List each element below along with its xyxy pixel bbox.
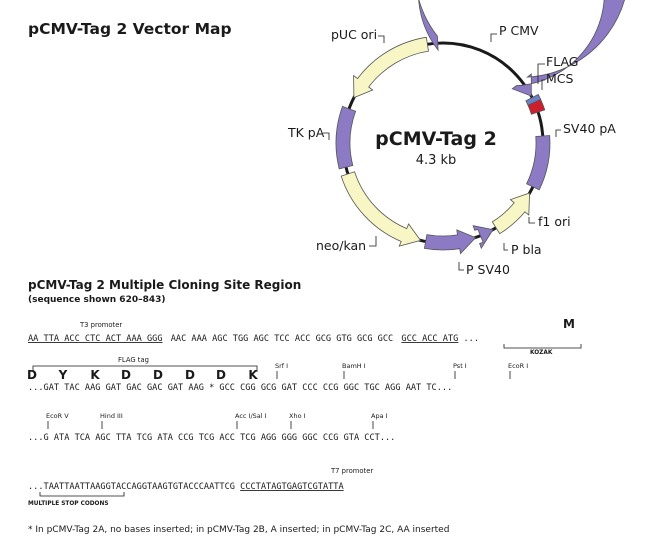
t7-promoter-seq: CCCTATAGTGAGTCGTATTA	[240, 482, 344, 492]
seq-row-1-mid: AAC AAA AGC TGG AGC TCC ACC GCG GTG GCG …	[171, 334, 393, 344]
row3-site-label: Apa I	[371, 412, 388, 420]
leader-pcmv	[490, 33, 497, 42]
label-sv40pa: SV40 pA	[563, 121, 616, 136]
seq-row-4: T7 promoter ...TAATTAATTAAGGTACCAGGTAAGT…	[28, 467, 373, 507]
t3-promoter-seq: AA TTA ACC CTC ACT AAA GGG	[28, 334, 163, 344]
seq-row-2-text: ...GAT TAC AAG GAT GAC GAC GAT AAG * GCC…	[28, 383, 452, 393]
seq-row-2: FLAG tag D Y K D D D D K Srf I BamH I Pst I EcoR I…	[27, 356, 528, 393]
flag-aa-d: D	[27, 368, 37, 382]
feature-f1ori	[491, 192, 531, 235]
figure-title: pCMV-Tag 2 Vector Map	[28, 20, 232, 38]
feature-psv40	[423, 229, 477, 255]
flag-aa-d: D	[153, 368, 163, 382]
flag-aa-k: K	[90, 368, 100, 382]
label-psv40: P SV40	[466, 262, 510, 277]
row-3-restriction-sites: EcoR V Hind III Acc I/Sal I Xho I Apa I	[46, 412, 388, 429]
label-pcmv: P CMV	[499, 23, 539, 38]
footnote: * In pCMV-Tag 2A, no bases inserted; in …	[28, 525, 449, 535]
seq-row-3-text: ...G ATA TCA AGC TTA TCG ATA CCG TCG ACC…	[28, 433, 395, 443]
mcs-region: pCMV-Tag 2 Multiple Cloning Site Region …	[27, 278, 582, 535]
row-2-restriction-sites: Srf I BamH I Pst I EcoR I	[275, 362, 528, 379]
feature-mcs	[527, 98, 546, 115]
label-f1ori: f1 ori	[538, 214, 571, 229]
seq-row-1-end: ...	[464, 334, 480, 344]
label-mcs: MCS	[546, 71, 574, 86]
leader-flag	[537, 63, 545, 84]
label-pbla: P bla	[511, 242, 542, 257]
label-puc: pUC ori	[331, 27, 377, 42]
plasmid-name: pCMV-Tag 2	[375, 128, 497, 150]
row3-site-label: Acc I/Sal I	[235, 412, 267, 420]
t3-promoter-label: T3 promoter	[79, 321, 122, 329]
label-flag: FLAG	[546, 54, 578, 69]
flag-tag-label: FLAG tag	[118, 356, 149, 364]
label-neokan: neo/kan	[316, 238, 366, 253]
feature-neokan	[340, 171, 422, 247]
stop-codons-label: MULTIPLE STOP CODONS	[28, 501, 109, 507]
flag-aa-d: D	[185, 368, 195, 382]
leader-neokan	[369, 236, 377, 247]
seq-row-3: EcoR V Hind III Acc I/Sal I Xho I Apa I ...G…	[28, 412, 395, 443]
flag-aa-d: D	[216, 368, 226, 382]
feature-sv40pa	[526, 135, 551, 191]
label-tkpa: TK pA	[287, 125, 325, 140]
feature-puc	[353, 36, 429, 99]
leader-sv40pa	[555, 129, 561, 137]
aa-methionine: M	[563, 317, 575, 331]
row2-site-label: Srf I	[275, 362, 288, 370]
feature-labels: P CMV FLAG MCS SV40 pA f1 ori P bla P SV…	[287, 23, 616, 277]
stop-codon-seq: ...TAATTAATTAAGGTACCAGGTAAGTGTACCCAATTCG	[28, 482, 235, 492]
flag-bracket	[32, 365, 258, 372]
flag-aa-k: K	[248, 368, 258, 382]
seq-row-1: T3 promoter M AA TTA ACC CTC ACT AAA GGG…	[28, 317, 582, 356]
mcs-heading: pCMV-Tag 2 Multiple Cloning Site Region	[28, 278, 301, 292]
leader-f1ori	[528, 217, 535, 224]
kozak-bracket	[503, 344, 582, 349]
leader-puc	[378, 35, 385, 43]
t7-promoter-label: T7 promoter	[330, 467, 373, 475]
row2-site-label: EcoR I	[508, 362, 528, 370]
feature-pbla	[472, 225, 494, 250]
feature-tkpa	[335, 105, 357, 170]
row2-site-label: BamH I	[342, 362, 366, 370]
plasmid-map: pCMV-Tag 2 4.3 kb P CMV FLAG MCS SV40 pA…	[287, 0, 625, 277]
row3-site-label: EcoR V	[46, 412, 69, 420]
seq-row-1-text: AA TTA ACC CTC ACT AAA GGG AAC AAA AGC T…	[28, 334, 479, 344]
kozak-label: KOZAK	[530, 350, 553, 356]
leader-psv40	[458, 262, 464, 271]
flag-aa-y: Y	[58, 368, 68, 382]
leader-tkpa	[323, 132, 330, 140]
row3-site-label: Xho I	[289, 412, 306, 420]
leader-pbla	[503, 243, 508, 251]
kozak-seq: GCC ACC ATG	[401, 334, 458, 344]
stop-codon-bracket	[39, 492, 125, 497]
mcs-subheading: (sequence shown 620–843)	[28, 295, 166, 305]
plasmid-size: 4.3 kb	[416, 153, 457, 168]
leader-mcs	[541, 79, 545, 90]
seq-row-4-text: ...TAATTAATTAAGGTACCAGGTAAGTGTACCCAATTCG…	[28, 482, 344, 492]
feature-pcmv	[418, 0, 625, 97]
row2-site-label: Pst I	[453, 362, 467, 370]
row3-site-label: Hind III	[100, 412, 123, 420]
flag-aa-d: D	[121, 368, 131, 382]
features-layer	[335, 0, 625, 255]
